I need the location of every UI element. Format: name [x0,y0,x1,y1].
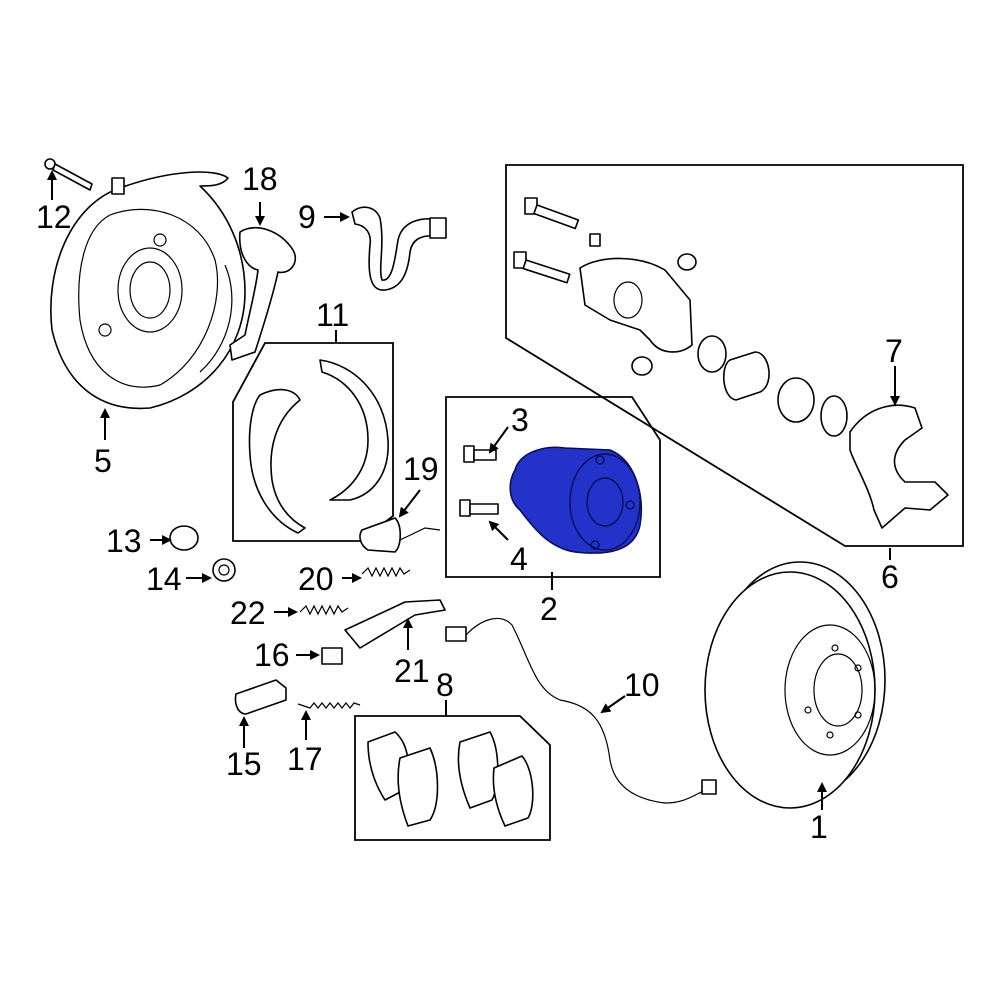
caliper-piston [723,351,770,401]
bolt [44,158,93,191]
bleeder-cap [589,233,601,247]
caliper-bolt-upper [524,197,580,230]
caliper-nut [677,253,697,271]
piston-seal [697,335,727,373]
callout-16[interactable]: 16 [254,637,290,673]
parking-brake-lever [229,226,297,361]
callout-20[interactable]: 20 [298,561,334,597]
hub-body [509,446,642,554]
caliper-bolt-lower [513,251,571,284]
callout-10[interactable]: 10 [624,667,660,703]
brake-caliper [579,257,693,353]
callout-6[interactable]: 6 [881,559,899,595]
adjuster-clip [321,647,343,665]
callout-17[interactable]: 17 [287,741,323,777]
abs-sensor-wire [445,617,717,804]
hub-bolt [463,445,497,463]
caliper-bracket [849,404,949,529]
adjuster-screw [297,702,361,709]
hub-assembly-box [445,396,661,578]
callout-labels: 1 2 3 4 5 6 7 8 9 10 11 12 13 14 15 16 1… [36,161,903,845]
wheel-hub-assembly [509,446,642,554]
retaining-ring [820,395,848,437]
hub-flange [569,453,641,551]
washer [212,558,236,582]
callout-3[interactable]: 3 [511,402,529,438]
callout-7[interactable]: 7 [885,333,903,369]
callout-9[interactable]: 9 [298,199,316,235]
callout-11[interactable]: 11 [316,297,349,333]
washer-hole [218,564,230,576]
callout-15[interactable]: 15 [226,746,262,782]
brake-pads [367,731,534,827]
callout-5[interactable]: 5 [94,443,112,479]
return-spring [299,604,349,616]
wheel-cylinder [234,679,287,715]
callout-13[interactable]: 13 [106,523,142,559]
callout-19[interactable]: 19 [403,451,439,487]
brake-shoes [248,359,389,534]
caliper-kit-box [505,164,964,547]
callout-18[interactable]: 18 [242,161,278,197]
caliper-cap [631,356,653,376]
callout-1[interactable]: 1 [810,809,828,845]
spring [361,566,411,578]
bracket-spring [399,527,441,541]
bracket [359,517,402,553]
hub-bore [586,477,624,527]
dust-boot [777,377,815,423]
callout-4[interactable]: 4 [510,541,528,577]
brake-hose [351,206,447,291]
callout-21[interactable]: 21 [394,653,430,689]
parking-brake-strut [344,599,446,649]
callout-8[interactable]: 8 [436,667,454,703]
callout-2[interactable]: 2 [540,591,558,627]
callout-12[interactable]: 12 [36,199,72,235]
leader-lines [47,170,900,810]
adjuster-nut [169,525,199,551]
callout-22[interactable]: 22 [230,595,266,631]
brake-rotor [704,561,886,809]
backing-plate [50,171,246,410]
brake-pads-box [354,715,551,841]
caliper-bore [613,281,643,319]
hub-stud [459,499,499,517]
callout-14[interactable]: 14 [146,561,182,597]
